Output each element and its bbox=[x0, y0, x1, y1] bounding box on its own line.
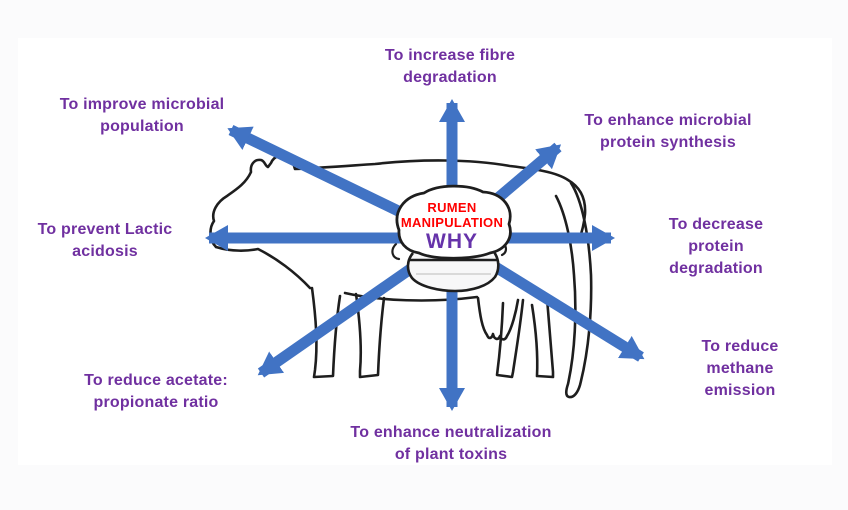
manipulation-text: MANIPULATION bbox=[400, 214, 504, 230]
why-text: WHY bbox=[426, 230, 478, 253]
center-heading: RUMEN MANIPULATION WHY bbox=[382, 200, 522, 253]
label-improve-microbial-population: To improve microbial population bbox=[59, 96, 225, 135]
label-reduce-methane-emission: To reduce methane emission bbox=[701, 338, 779, 399]
label-prevent-lactic-acidosis: To prevent Lactic acidosis bbox=[37, 221, 173, 260]
rumen-shape bbox=[395, 184, 512, 293]
label-increase-fibre-degradation: To increase fibre degradation bbox=[384, 47, 516, 86]
cow-outline bbox=[209, 153, 593, 399]
label-decrease-protein-degradation: To decrease protein degradation bbox=[668, 216, 764, 277]
label-enhance-microbial-protein-synthesis: To enhance microbial protein synthesis bbox=[584, 112, 752, 151]
label-enhance-neutralization-plant-toxins: To enhance neutralization of plant toxin… bbox=[350, 424, 552, 463]
label-reduce-acetate-propionate-ratio: To reduce acetate: propionate ratio bbox=[84, 372, 228, 411]
rumen-text: RUMEN bbox=[427, 200, 477, 215]
